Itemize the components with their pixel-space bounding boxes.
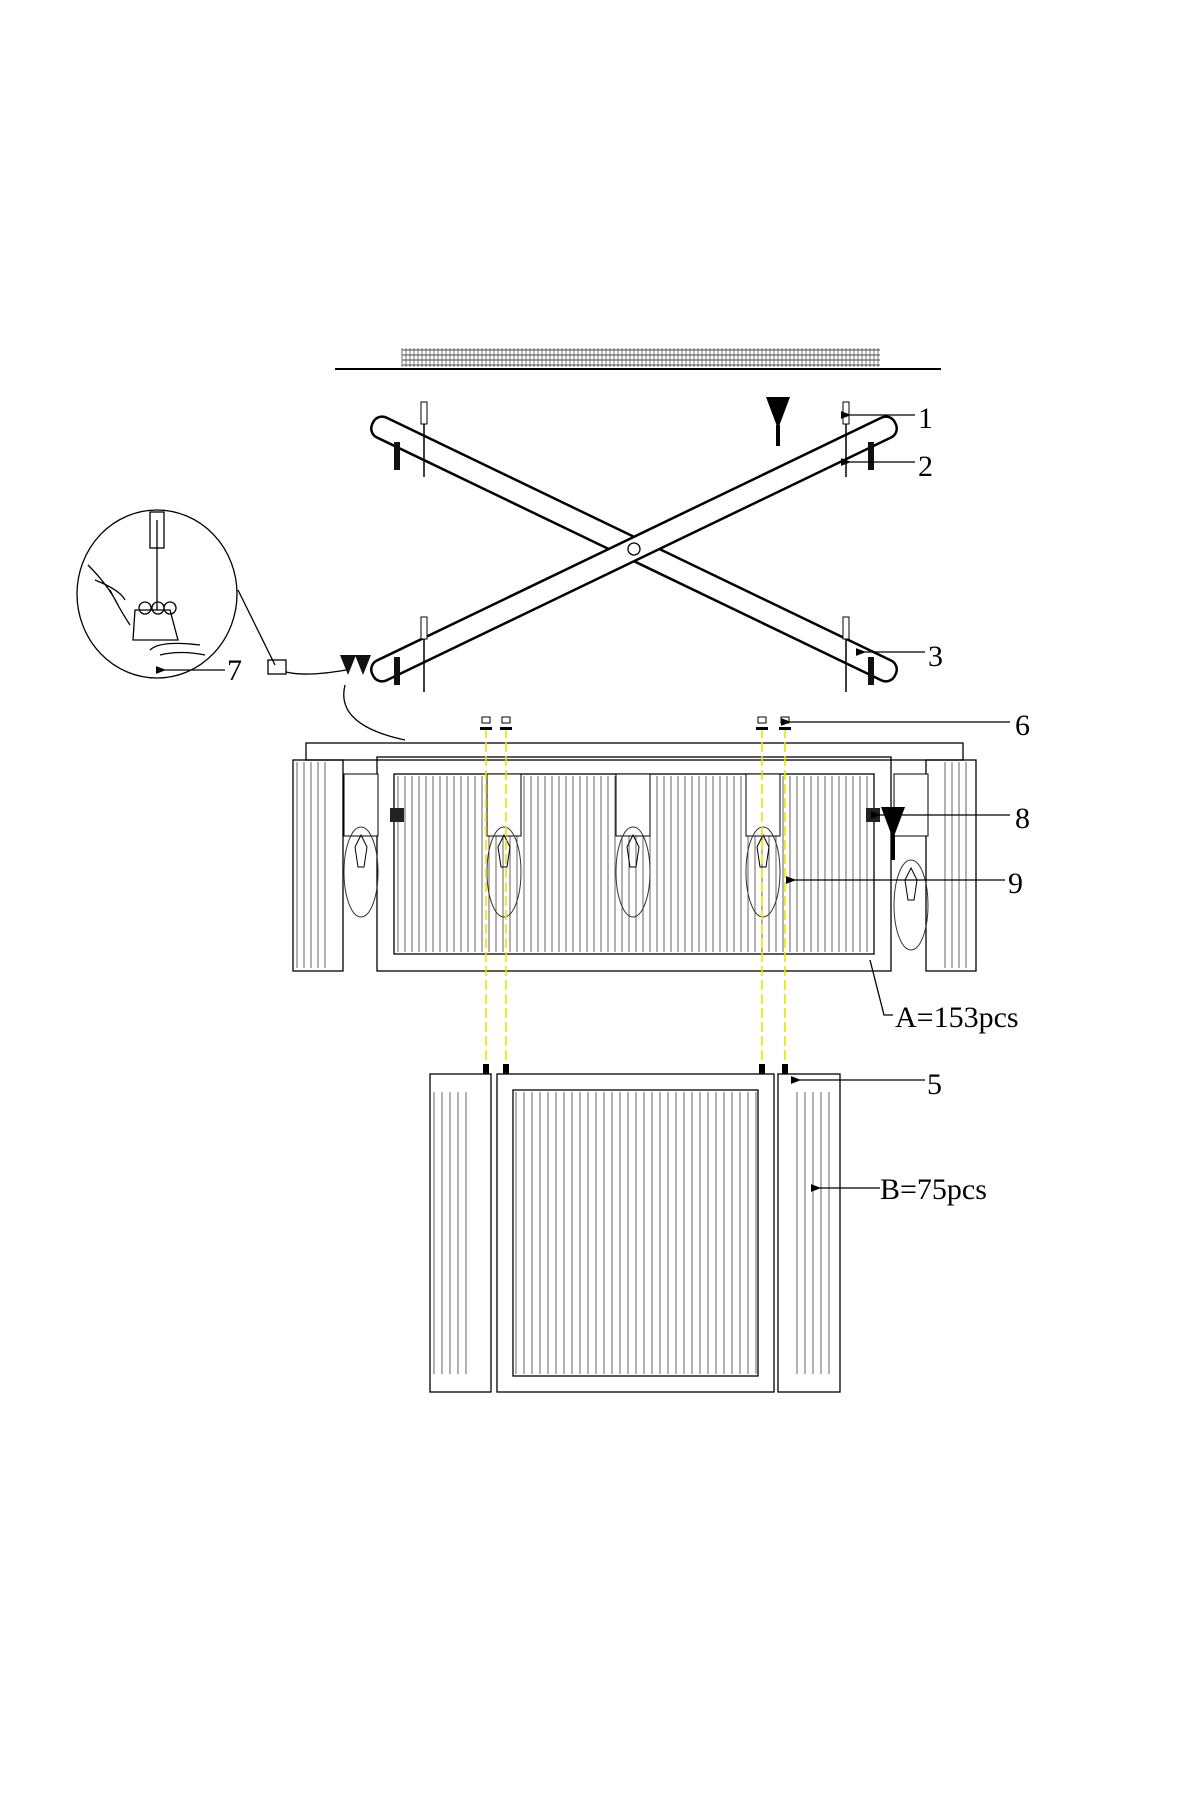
callout-part-7: 7 [227, 654, 242, 687]
wall-anchor [420, 616, 428, 640]
nut [481, 716, 491, 724]
hook [483, 1064, 489, 1074]
bolt [394, 442, 400, 470]
socket [343, 773, 379, 837]
bulb-filament [497, 833, 511, 868]
ceiling [335, 348, 941, 370]
leader-lines [155, 411, 1010, 1192]
nut [501, 716, 511, 724]
clip [390, 808, 404, 822]
bolt [394, 657, 400, 685]
callout-part-3: 3 [928, 640, 943, 673]
socket [893, 773, 929, 837]
hook [782, 1064, 788, 1074]
nut [757, 716, 767, 724]
nut [780, 716, 790, 724]
candle-bulb [615, 826, 651, 918]
count-b-label: B=75pcs [880, 1173, 987, 1206]
fixture-assembled [292, 742, 977, 972]
alignment-guides [480, 716, 791, 1074]
washer [779, 727, 791, 730]
callout-part-9: 9 [1008, 867, 1023, 900]
washer [756, 727, 768, 730]
wall-anchor [842, 616, 850, 640]
bolt [868, 657, 874, 685]
wiring-detail-callout [76, 509, 406, 741]
hook [503, 1064, 509, 1074]
wall-anchor [420, 401, 428, 425]
socket [486, 773, 522, 837]
washer [500, 727, 512, 730]
bolt [868, 442, 874, 470]
bulb-filament [626, 833, 640, 868]
callout-part-8: 8 [1015, 802, 1030, 835]
hook [759, 1064, 765, 1074]
clip [866, 808, 880, 822]
callout-part-1: 1 [918, 402, 933, 435]
mounting-screws [394, 401, 874, 692]
count-a-label: A=153pcs [895, 1001, 1019, 1034]
bulb-filament [904, 866, 918, 901]
callout-part-2: 2 [918, 450, 933, 483]
candle-bulb [745, 826, 781, 918]
candle-bulb [486, 826, 522, 918]
socket [745, 773, 781, 837]
cross-mounting-bracket [370, 401, 898, 692]
ceiling-hatch [401, 348, 880, 367]
bulb-filament [354, 833, 368, 868]
candle-bulb [893, 859, 929, 951]
crystal-panels [429, 1073, 841, 1393]
candle-bulb [343, 826, 379, 918]
wall-anchor [842, 401, 850, 425]
washer [480, 727, 492, 730]
socket [615, 773, 651, 837]
callout-part-6: 6 [1015, 709, 1030, 742]
bulb-filament [756, 833, 770, 868]
callout-part-5: 5 [927, 1068, 942, 1101]
